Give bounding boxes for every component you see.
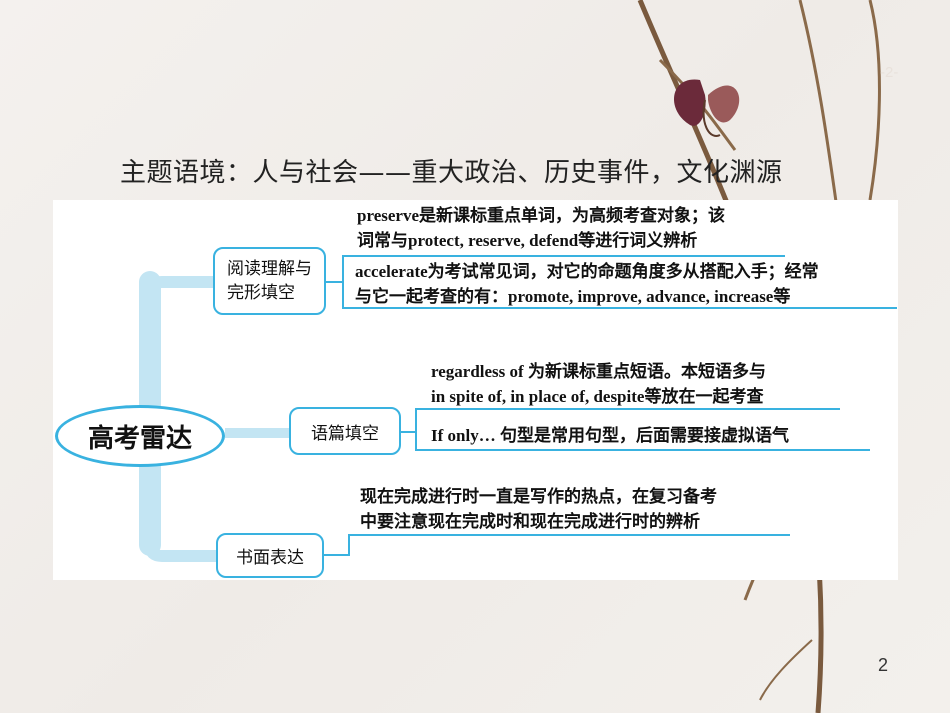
central-topic: 高考雷达 xyxy=(55,405,225,467)
corner-number: -2- xyxy=(880,64,899,81)
note-present-perfect: 现在完成进行时一直是写作的热点，在复习备考 中要注意现在完成时和现在完成进行时的… xyxy=(360,487,717,531)
note-accelerate: accelerate为考试常见词，对它的命题角度多从搭配入手；经常 与它一起考查… xyxy=(355,262,819,306)
note-if-only: If only… 句型是常用句型，后面需要接虚拟语气 xyxy=(431,426,789,445)
page-number: 2 xyxy=(878,655,889,675)
note-regardless: regardless of 为新课标重点短语。本短语多与 in spite of… xyxy=(431,362,766,406)
branch-text-filling: 语篇填空 xyxy=(289,407,401,455)
note-preserve: preserve是新课标重点单词，为高频考查对象；该 词常与protect, r… xyxy=(357,206,725,250)
butterfly-icon xyxy=(673,79,740,137)
branch-writing: 书面表达 xyxy=(216,533,324,578)
mindmap-panel xyxy=(53,200,898,580)
branch-reading: 阅读理解与 完形填空 xyxy=(213,247,326,315)
slide-title: 主题语境：人与社会——重大政治、历史事件，文化渊源 xyxy=(120,158,783,188)
